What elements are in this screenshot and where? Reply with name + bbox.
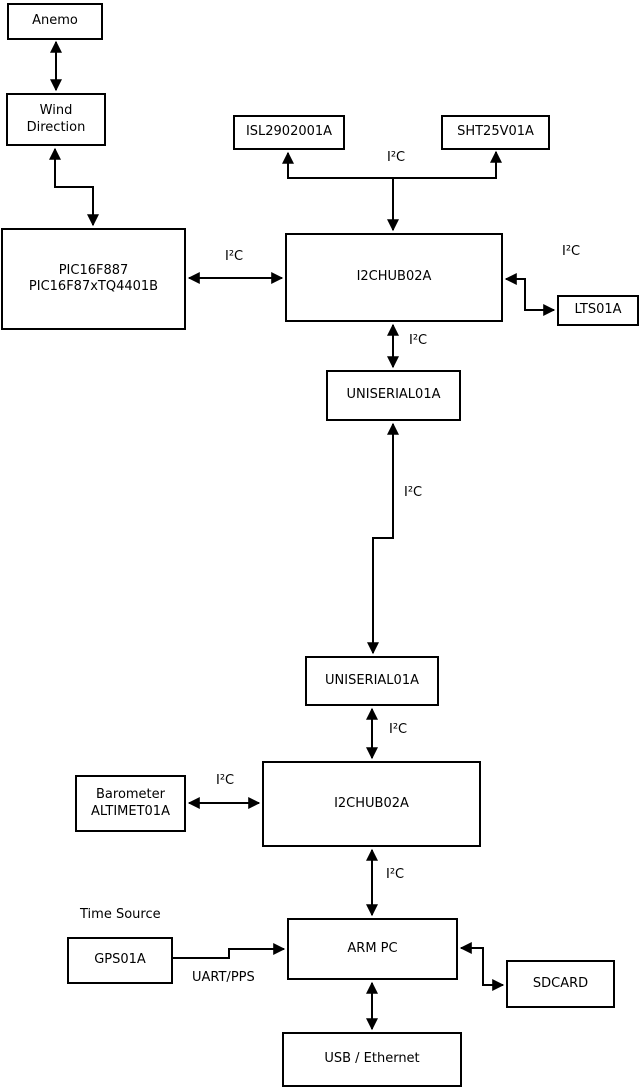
edge-label-i2c-hub2-armpc: I²C	[386, 867, 405, 882]
node-barometer-altimet01a: Barometer ALTIMET01A	[75, 775, 186, 832]
node-barometer-label-line2: ALTIMET01A	[91, 803, 170, 819]
edge-label-i2c-uni2-hub2: I²C	[389, 722, 408, 737]
edge-label-uart-pps: UART/PPS	[192, 970, 255, 985]
node-arm-pc-label: ARM PC	[347, 940, 398, 956]
node-pic16f887-label-line1: PIC16F887	[58, 262, 129, 278]
node-usb-ethernet: USB / Ethernet	[282, 1032, 462, 1087]
node-anemo: Anemo	[7, 3, 103, 40]
node-uniserial01a-bottom: UNISERIAL01A	[305, 656, 439, 706]
node-wind-direction-label-line1: Wind	[39, 103, 73, 119]
node-isl2902001a-label: ISL2902001A	[245, 124, 333, 140]
node-pic16f887-label-line2: PIC16F87xTQ4401B	[28, 279, 159, 294]
node-usb-ethernet-label: USB / Ethernet	[324, 1051, 420, 1067]
node-wind-direction: Wind Direction	[6, 93, 106, 146]
node-arm-pc: ARM PC	[287, 918, 458, 980]
edge-label-i2c-hub1-sensors: I²C	[387, 150, 406, 165]
node-i2chub02a-bottom-label: I2CHUB02A	[334, 795, 409, 811]
node-uniserial01a-bottom-label: UNISERIAL01A	[325, 672, 419, 688]
edge-branch-isl	[282, 151, 393, 179]
node-sdcard-label: SDCARD	[532, 975, 589, 991]
node-isl2902001a: ISL2902001A	[233, 115, 345, 150]
edge-gps-armpc	[173, 943, 286, 959]
node-lts01a: LTS01A	[557, 295, 639, 326]
node-pic16f887: PIC16F887 PIC16F87xTQ4401B	[1, 228, 186, 330]
node-i2chub02a-top: I2CHUB02A	[285, 233, 503, 322]
edge-hub1-lts	[504, 273, 556, 316]
edge-label-i2c-hub1-lts: I²C	[562, 244, 581, 259]
node-barometer-label-line1: Barometer	[96, 787, 165, 803]
node-sdcard: SDCARD	[506, 960, 615, 1008]
edge-label-i2c-uni1-uni2: I²C	[404, 485, 423, 500]
node-uniserial01a-top-label: UNISERIAL01A	[346, 387, 441, 403]
node-i2chub02a-top-label: I2CHUB02A	[356, 269, 432, 285]
node-uniserial01a-top: UNISERIAL01A	[326, 370, 461, 421]
time-source-label: Time Source	[80, 907, 161, 922]
edge-wind-pic	[49, 147, 99, 227]
edge-armpc-sdcard	[459, 942, 505, 991]
edge-label-i2c-hub1-uni1: I²C	[409, 333, 428, 348]
node-lts01a-label: LTS01A	[574, 302, 622, 318]
node-wind-direction-label-line2: Direction	[26, 119, 86, 135]
node-i2chub02a-bottom: I2CHUB02A	[262, 761, 481, 847]
node-anemo-label: Anemo	[32, 13, 78, 29]
edge-branch-sht	[393, 150, 502, 179]
edge-label-i2c-pic-hub1: I²C	[225, 249, 244, 264]
node-gps01a: GPS01A	[67, 937, 173, 984]
node-sht25v01a-label: SHT25V01A	[457, 124, 534, 140]
edge-label-i2c-baro-hub2: I²C	[216, 773, 235, 788]
node-sht25v01a: SHT25V01A	[441, 115, 550, 150]
node-gps01a-label: GPS01A	[94, 952, 146, 968]
edge-uni1-uni2	[367, 422, 399, 655]
